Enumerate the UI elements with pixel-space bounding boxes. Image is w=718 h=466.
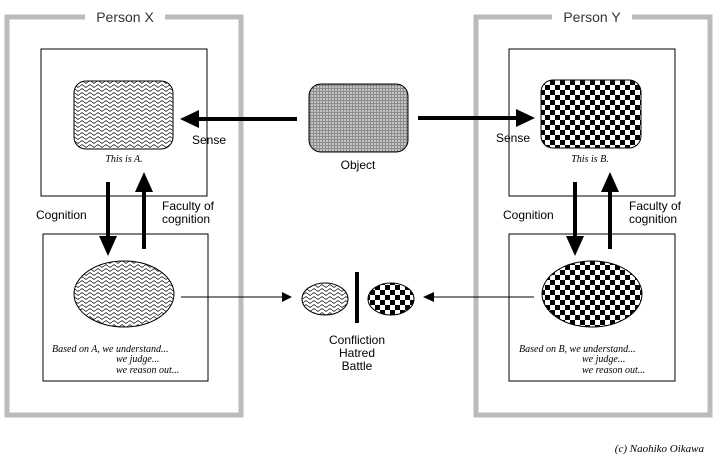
image-a-wavy bbox=[73, 80, 174, 150]
belief-a-line2: we judge... bbox=[116, 354, 159, 365]
sense-arrow-y-head bbox=[516, 109, 535, 127]
cognition-arrow-x-head bbox=[99, 236, 117, 256]
person-x-title: Person X bbox=[96, 9, 154, 25]
conflict-arrow-right-head bbox=[423, 292, 434, 302]
person-x-group: Person X This is A. Sense Based on A, we… bbox=[4, 7, 244, 418]
belief-b-line1: Based on B, we understand... bbox=[519, 344, 636, 355]
conflict-ellipse-a bbox=[301, 282, 349, 316]
conflict-label-line1: Confliction bbox=[329, 333, 385, 347]
conflict-group: Confliction Hatred Battle bbox=[181, 272, 534, 373]
faculty-label-x-line1: Faculty of bbox=[162, 199, 215, 213]
cognition-label-y: Cognition bbox=[503, 208, 554, 222]
conflict-ellipse-b bbox=[367, 282, 415, 316]
cognition-arrow-y-head bbox=[566, 236, 584, 256]
belief-a-ellipse bbox=[73, 260, 175, 328]
faculty-label-y-line2: cognition bbox=[629, 212, 677, 226]
person-y-title-bg bbox=[552, 7, 632, 27]
faculty-arrow-x-head bbox=[135, 172, 153, 192]
belief-a-line3: we reason out... bbox=[116, 365, 179, 376]
object-label: Object bbox=[341, 158, 376, 172]
belief-a-line1: Based on A, we understand... bbox=[52, 344, 168, 355]
image-b-checker bbox=[540, 79, 642, 149]
credit-text: (c) Naohiko Oikawa bbox=[615, 443, 705, 455]
image-a-caption: This is A. bbox=[105, 154, 142, 165]
person-y-title: Person Y bbox=[563, 9, 621, 25]
conflict-label-line3: Battle bbox=[342, 359, 373, 373]
belief-b-ellipse bbox=[541, 260, 643, 328]
belief-b-line2: we judge... bbox=[582, 354, 625, 365]
belief-b-line3: we reason out... bbox=[582, 365, 645, 376]
faculty-arrow-y-head bbox=[601, 172, 619, 192]
faculty-label-y-line1: Faculty of bbox=[629, 199, 682, 213]
sense-label-x: Sense bbox=[192, 133, 226, 147]
person-y-group: Person Y This is B. Sense Based on B, we… bbox=[473, 7, 713, 418]
sense-arrow-x-head bbox=[180, 110, 199, 128]
object-group: Object bbox=[180, 83, 535, 172]
sense-label-y: Sense bbox=[496, 131, 530, 145]
person-x-title-bg bbox=[85, 7, 165, 27]
faculty-label-x-line2: cognition bbox=[162, 212, 210, 226]
object-shape bbox=[308, 83, 409, 153]
cognition-label-x: Cognition bbox=[36, 208, 87, 222]
conflict-arrow-left-head bbox=[282, 292, 292, 302]
image-b-caption: This is B. bbox=[571, 154, 609, 165]
conflict-label-line2: Hatred bbox=[339, 346, 375, 360]
